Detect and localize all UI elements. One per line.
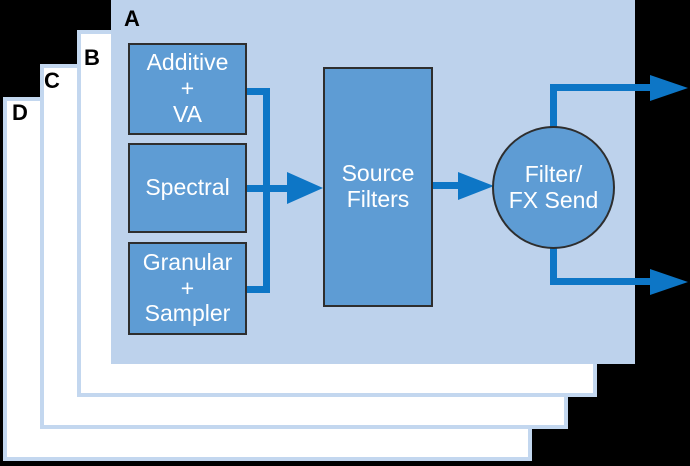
node-granular-sampler-line1: Granular [142, 248, 233, 275]
layer-a-label: A [124, 6, 140, 31]
node-filter-fx-send-line2: FX Send [508, 186, 599, 213]
node-granular-sampler: Granular + Sampler [128, 242, 247, 335]
node-filter-fx-send: Filter/ FX Send [492, 126, 615, 249]
node-additive-va-line3: VA [173, 100, 202, 127]
connector-additive-stub [247, 88, 270, 95]
node-additive-va-line1: Additive [146, 49, 229, 76]
layer-b-label: B [84, 45, 100, 70]
node-granular-sampler-line2: + [180, 274, 195, 301]
arrowhead-into-filter-fx [458, 172, 494, 200]
connector-source-filters-to-filter-fx [433, 182, 461, 189]
node-source-filters-line2: Filters [346, 186, 410, 212]
arrowhead-output-top [650, 75, 688, 101]
layer-d-label: D [12, 100, 28, 125]
arrowhead-output-bottom [650, 269, 688, 295]
arrowhead-into-source-filters [287, 172, 323, 204]
connector-filter-fx-top-vertical [550, 84, 557, 129]
connector-filter-fx-top-horizontal [550, 84, 652, 91]
node-source-filters-line1: Source [341, 160, 415, 187]
node-additive-va: Additive + VA [128, 43, 247, 135]
node-source-filters: Source Filters [323, 67, 433, 307]
node-spectral: Spectral [128, 143, 247, 233]
node-granular-sampler-line3: Sampler [144, 300, 231, 327]
node-spectral-label: Spectral [145, 174, 230, 201]
connector-filter-fx-bottom-horizontal [550, 278, 652, 285]
connector-filter-fx-bottom-vertical [550, 241, 557, 285]
layer-c-label: C [44, 68, 60, 93]
node-filter-fx-send-line1: Filter/ [524, 160, 583, 187]
connector-spectral-to-source-filters [247, 185, 289, 192]
node-additive-va-line2: + [180, 75, 195, 102]
connector-granular-stub [247, 286, 270, 293]
